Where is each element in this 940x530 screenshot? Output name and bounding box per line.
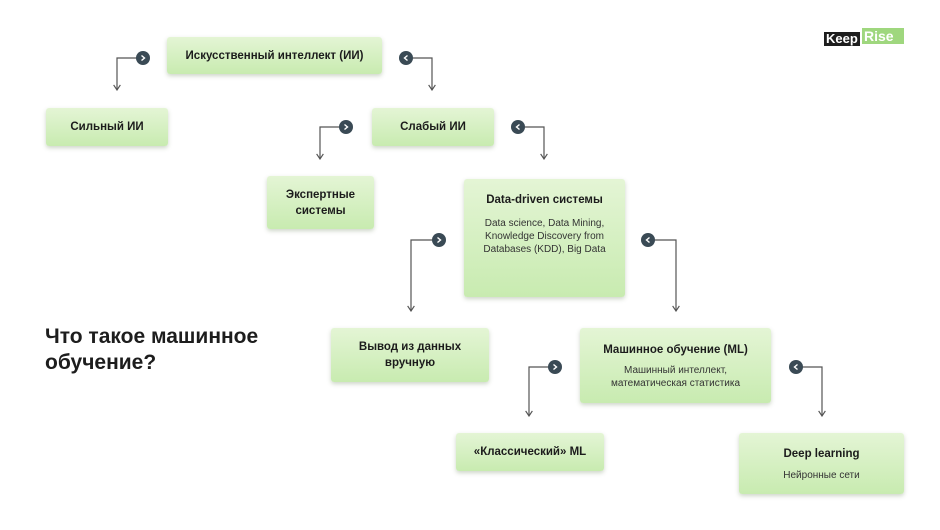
- connector-dd-manual: [411, 239, 439, 311]
- node-subtitle: Нейронные сети: [783, 469, 860, 481]
- logo-keep-text: Keep: [824, 31, 860, 46]
- keeprise-logo: Keep Rise: [824, 28, 904, 48]
- node-title: «Классический» ML: [473, 446, 587, 458]
- connector-ml-deep: [796, 366, 822, 416]
- node-machine-learning: Машинное обучение (ML) Машинный интеллек…: [580, 328, 771, 403]
- node-expert-systems: Экспертные системы: [267, 176, 374, 229]
- connector-ai-weak: [406, 57, 432, 90]
- connector-weak-expert: [320, 126, 346, 159]
- node-data-driven-systems: Data-driven системы Data science, Data M…: [464, 179, 625, 297]
- node-subtitle: Data science, Data Mining, Knowledge Dis…: [483, 218, 606, 255]
- node-title: Машинное обучение (ML): [603, 343, 748, 356]
- node-weak-ai: Слабый ИИ: [372, 108, 494, 146]
- logo-rise-text: Rise: [862, 28, 904, 44]
- node-strong-ai: Сильный ИИ: [46, 108, 168, 146]
- connector-ml-classic: [529, 366, 555, 416]
- chevron-left-icon: [641, 233, 655, 247]
- node-title: Deep learning: [783, 447, 860, 460]
- node-artificial-intelligence: Искусственный интеллект (ИИ): [167, 37, 382, 74]
- page-heading: Что такое машинное обучение?: [45, 325, 259, 374]
- node-title: Вывод из данных вручную: [358, 341, 462, 369]
- node-title: Сильный ИИ: [70, 121, 144, 133]
- node-manual-data-inference: Вывод из данных вручную: [331, 328, 489, 382]
- connector-ai-strong: [117, 57, 143, 90]
- node-deep-learning: Deep learning Нейронные сети: [739, 433, 904, 494]
- chevron-left-icon: [399, 51, 413, 65]
- node-title: Искусственный интеллект (ИИ): [185, 49, 364, 62]
- node-title: Экспертные системы: [285, 188, 356, 217]
- node-classic-ml: «Классический» ML: [456, 433, 604, 471]
- connector-weak-dd: [518, 126, 544, 159]
- chevron-left-icon: [789, 360, 803, 374]
- chevron-right-icon: [339, 120, 353, 134]
- node-title: Слабый ИИ: [400, 121, 466, 133]
- chevron-right-icon: [432, 233, 446, 247]
- node-title: Data-driven системы: [486, 194, 603, 206]
- chevron-right-icon: [548, 360, 562, 374]
- chevron-right-icon: [136, 51, 150, 65]
- chevron-left-icon: [511, 120, 525, 134]
- node-subtitle: Машинный интеллект, математическая стати…: [610, 364, 741, 389]
- connector-dd-ml: [648, 239, 676, 311]
